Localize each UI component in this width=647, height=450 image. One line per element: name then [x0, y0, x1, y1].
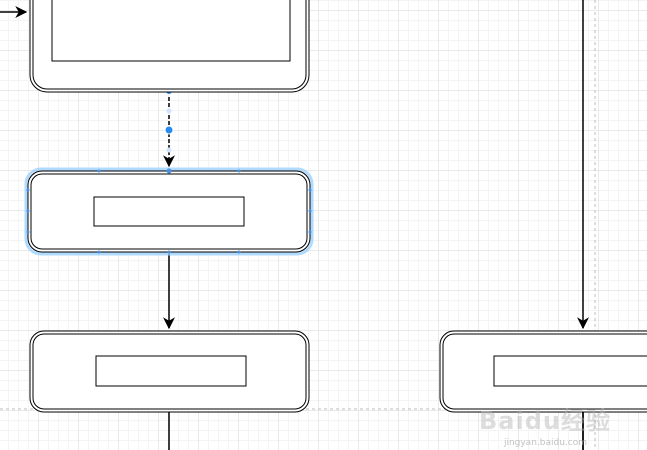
connection-point[interactable] [166, 168, 172, 174]
inner-text-box[interactable] [493, 355, 647, 387]
connection-point[interactable] [237, 169, 241, 173]
process-box-top[interactable] [29, 0, 310, 93]
connection-point[interactable] [26, 230, 30, 234]
connection-point[interactable] [237, 250, 241, 254]
connection-point[interactable] [167, 250, 171, 254]
inner-text-box[interactable] [51, 0, 291, 62]
connection-point[interactable] [308, 188, 312, 192]
process-box-middle[interactable] [24, 167, 314, 256]
connection-point[interactable] [26, 188, 30, 192]
edge-handle-middle[interactable] [164, 125, 174, 135]
connection-point[interactable] [97, 169, 101, 173]
watermark-logo: Baidu经验 [479, 407, 611, 435]
inner-text-box[interactable] [95, 355, 247, 387]
edge-top-to-middle[interactable] [163, 87, 175, 168]
process-box-bottom-right[interactable] [439, 330, 647, 413]
connection-point[interactable] [97, 250, 101, 254]
watermark-url: jingyan.baidu.com [503, 438, 587, 448]
connection-point[interactable] [26, 209, 30, 213]
edge-virtual-bend-handle[interactable] [166, 108, 172, 114]
edge-virtual-bend-handle[interactable] [166, 147, 172, 153]
process-box-bottom-left[interactable] [29, 330, 310, 413]
connection-point[interactable] [308, 209, 312, 213]
connection-point[interactable] [308, 230, 312, 234]
inner-text-box[interactable] [93, 196, 245, 227]
